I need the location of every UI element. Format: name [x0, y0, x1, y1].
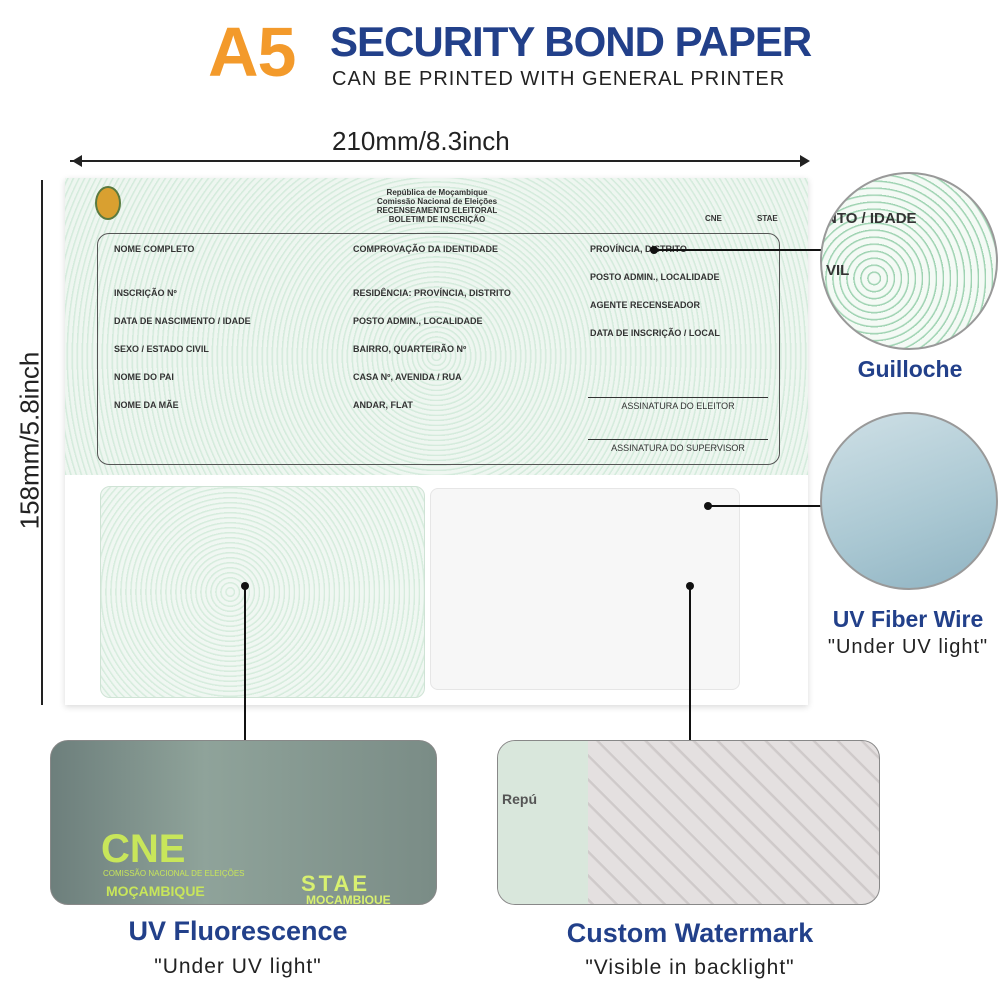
subtitle: CAN BE PRINTED WITH GENERAL PRINTER: [332, 68, 786, 90]
callout-line: [244, 585, 246, 740]
stae-fluorescent-text: STAE: [301, 871, 371, 896]
zoom-text: NTO / IDADE: [826, 210, 917, 227]
watermark-panel: [430, 488, 740, 690]
field-label: COMPROVAÇÃO DA IDENTIDADE: [353, 244, 499, 254]
arrow-right-icon: [800, 155, 816, 167]
field-label: AGENTE RECENSEADOR: [590, 300, 701, 310]
field-label: NOME DA MÃE: [114, 400, 179, 410]
field-label: DATA DE NASCIMENTO / IDADE: [114, 316, 251, 326]
field-label: ANDAR, FLAT: [353, 400, 413, 410]
height-dimension-arrow: [41, 180, 43, 705]
watermark-image: Repú: [497, 740, 880, 905]
width-dimension-label: 210mm/8.3inch: [332, 126, 510, 156]
arrow-left-icon: [66, 155, 82, 167]
document-edge: [498, 741, 588, 904]
guilloche-zoom: NTO / IDADE VIL: [820, 172, 998, 350]
guilloche-label: Guilloche: [857, 356, 963, 382]
watermark-text: Repú: [502, 791, 537, 807]
field-label: SEXO / ESTADO CIVIL: [114, 344, 209, 354]
watermark-note: "Visible in backlight": [585, 956, 795, 979]
cne-fluorescent-text: CNE: [101, 827, 186, 871]
field-label: POSTO ADMIN., LOCALIDADE: [353, 316, 483, 326]
field-label: CASA Nº, AVENIDA / RUA: [353, 372, 462, 382]
height-dimension-label: 158mm/5.8inch: [14, 351, 45, 530]
guilloche-form: República de Moçambique Comissão Naciona…: [65, 178, 808, 475]
watermark-label: Custom Watermark: [566, 918, 814, 948]
uv-panel: [100, 486, 425, 698]
field-label: NOME DO PAI: [114, 372, 174, 382]
callout-line: [654, 249, 824, 251]
uv-fiber-zoom: [820, 412, 998, 590]
fluorescent-text: MOÇAMBIQUE: [106, 883, 205, 899]
form-box: NOME COMPLETO INSCRIÇÃO Nº DATA DE NASCI…: [97, 233, 780, 465]
uv-fiber-label: UV Fiber Wire: [832, 606, 984, 632]
supervisor-signature-line: ASSINATURA DO SUPERVISOR: [588, 439, 768, 453]
field-label: PROVÍNCIA, DISTRITO: [590, 244, 687, 254]
stae-logo: STAE: [757, 214, 778, 223]
uv-fluorescence-image: CNE COMISSÃO NACIONAL DE ELEIÇÕES MOÇAMB…: [50, 740, 437, 905]
header-line: Comissão Nacional de Eleições: [376, 197, 498, 206]
callout-line: [708, 505, 823, 507]
header-line: RECENSEAMENTO ELEITORAL: [376, 206, 498, 215]
uv-fiber-note: "Under UV light": [827, 636, 989, 658]
cne-logo: CNE: [705, 214, 722, 223]
uv-fluorescence-note: "Under UV light": [154, 955, 322, 978]
fluorescent-text: MOÇAMBIQUE: [306, 893, 391, 905]
size-label: A5: [208, 13, 296, 91]
header-line: BOLETIM DE INSCRIÇÃO: [388, 215, 486, 224]
header-line: República de Moçambique: [386, 188, 488, 197]
fluorescent-text: COMISSÃO NACIONAL DE ELEIÇÕES: [103, 869, 245, 878]
emblem-icon: [95, 186, 121, 220]
a5-document: República de Moçambique Comissão Naciona…: [65, 178, 808, 705]
uv-fluorescence-label: UV Fluorescence: [128, 916, 348, 946]
field-label: INSCRIÇÃO Nº: [114, 288, 177, 298]
field-label: DATA DE INSCRIÇÃO / LOCAL: [590, 328, 720, 338]
field-label: RESIDÊNCIA: PROVÍNCIA, DISTRITO: [353, 288, 511, 298]
field-label: BAIRRO, QUARTEIRÃO Nº: [353, 344, 467, 354]
width-dimension-arrow: [70, 160, 806, 162]
main-title: SECURITY BOND PAPER: [330, 18, 812, 65]
field-label: NOME COMPLETO: [114, 244, 195, 254]
field-label: POSTO ADMIN., LOCALIDADE: [590, 272, 720, 282]
zoom-text: VIL: [826, 262, 850, 279]
voter-signature-line: ASSINATURA DO ELEITOR: [588, 397, 768, 411]
callout-line: [689, 585, 691, 768]
